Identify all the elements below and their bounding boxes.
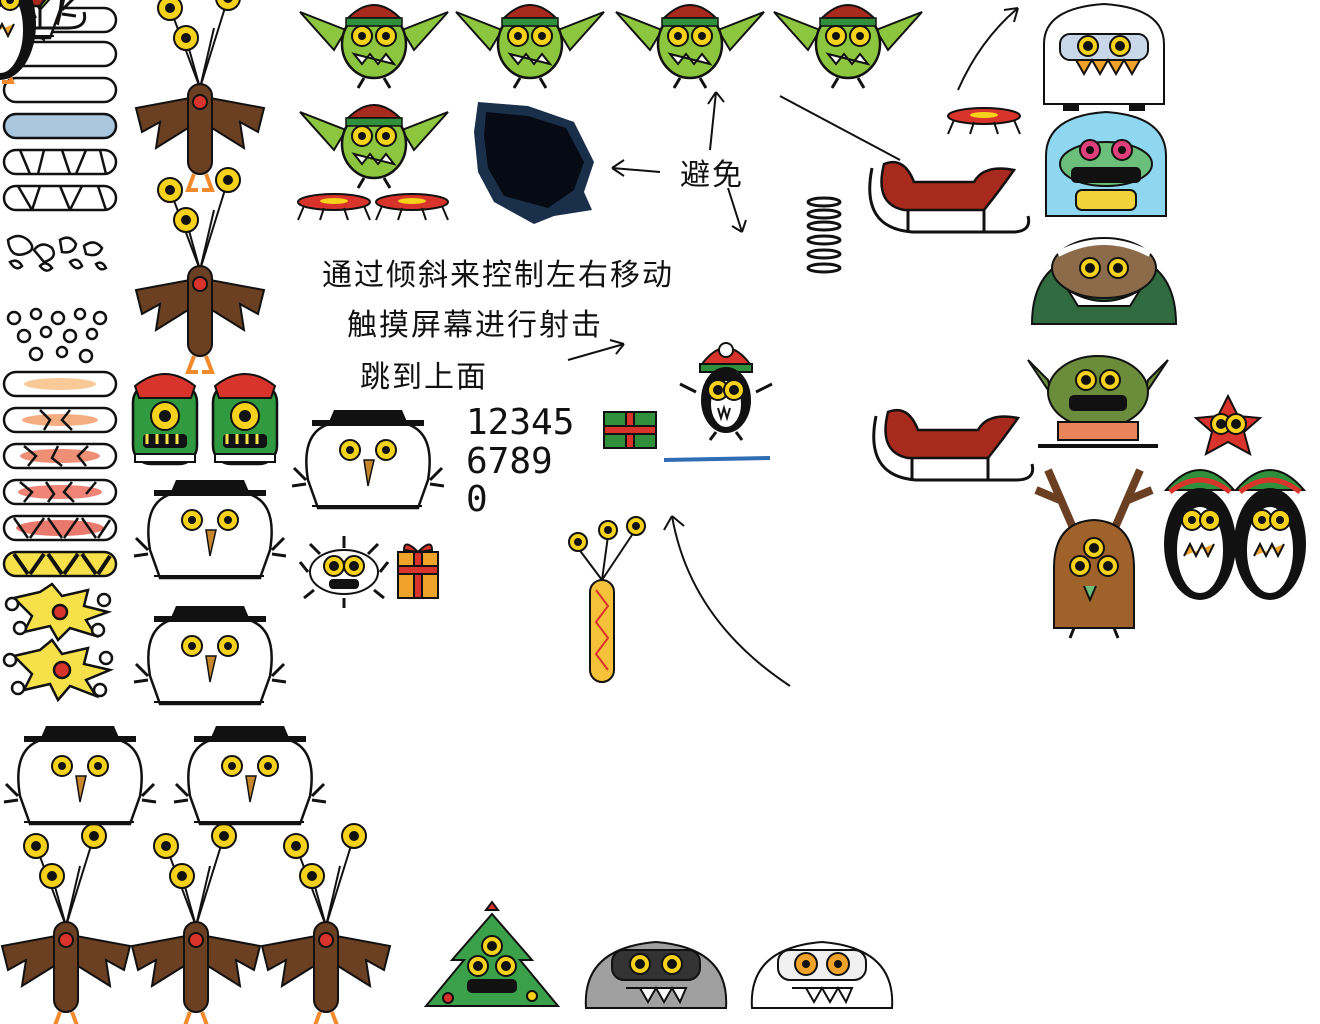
- fire-platform-icon: [2, 514, 118, 542]
- ice-platform-icon: [2, 112, 118, 140]
- broken-platform-icon: [2, 184, 118, 212]
- trampoline-icon: [297, 193, 371, 221]
- goblin-monster-icon: [300, 105, 448, 188]
- platform-column: [2, 6, 118, 272]
- yeti-monster-icon: [1045, 110, 1167, 217]
- arrow-annotations: [567, 7, 1019, 687]
- white-monster-icon: [750, 940, 894, 1009]
- player-doodler-icon: [568, 516, 646, 683]
- spring-icon: [806, 196, 842, 274]
- christmas-tree-monster-icon: [423, 900, 561, 1007]
- arrow-icon: [567, 339, 625, 361]
- yeti-monster-icon: [1043, 2, 1165, 111]
- gift-icon: [397, 543, 439, 599]
- digits-row-3: 0: [466, 479, 488, 520]
- goblin-monster-icon: [774, 5, 922, 88]
- spiky-monster-icon: [298, 536, 390, 608]
- fire-platform-icon: [2, 478, 118, 506]
- black-hole-icon: [474, 102, 594, 224]
- gift-icon: [603, 411, 657, 449]
- explosion-icon: [4, 582, 113, 643]
- robot-monster-icon: [584, 940, 728, 1009]
- ice-ledge-icon: [663, 456, 771, 462]
- arrow-icon: [957, 7, 1019, 91]
- reindeer-monster-icon: [1034, 468, 1154, 639]
- cyclops-monster-icon: [131, 372, 199, 466]
- snowball-cluster-icon: [6, 307, 108, 364]
- cyclops-monster-icon: [211, 372, 279, 466]
- arrow-icon: [663, 515, 791, 687]
- arrow-icon: [611, 159, 661, 177]
- owl-monster-icon: [132, 824, 260, 1024]
- snowman-monster-icon: [174, 726, 326, 824]
- fire-platform-icon: [2, 442, 118, 470]
- fire-platform-icon: [2, 550, 118, 578]
- goblin-monster-icon: [616, 5, 764, 88]
- digits-row-2: 6789: [466, 441, 553, 482]
- jump-instruction-text: 跳到上面: [360, 360, 488, 395]
- arrow-icon: [727, 187, 747, 233]
- troll-monster-icon: [1027, 355, 1169, 448]
- trampoline-icon: [375, 193, 449, 221]
- fire-platform-column: [2, 370, 118, 578]
- starfish-monster-icon: [1193, 393, 1263, 457]
- trampoline-icon: [947, 107, 1021, 135]
- penguin-elf-icon: [679, 342, 773, 441]
- digits-row-1: 12345: [466, 402, 575, 443]
- owl-monster-icon: [136, 0, 264, 190]
- owl-monster-icon: [136, 168, 264, 372]
- snowman-monster-icon: [134, 480, 286, 578]
- bearded-monster-icon: [1030, 237, 1178, 325]
- sleigh-icon: [868, 160, 1031, 234]
- goblin-monster-icon: [456, 5, 604, 88]
- goblin-monster-icon: [300, 5, 448, 88]
- broken-platform-icon: [2, 148, 118, 176]
- touch-instruction-text: 触摸屏幕进行射击: [347, 308, 603, 343]
- line-icon: [779, 95, 901, 161]
- avoid-label: 避免: [680, 158, 744, 193]
- explosion-icon: [2, 638, 115, 703]
- snowman-monster-icon: [134, 606, 286, 704]
- penguin-elf-icon: [1234, 470, 1306, 600]
- tilt-instruction-text: 通过倾斜来控制左右移动: [322, 258, 674, 293]
- sleigh-icon: [872, 408, 1035, 482]
- snowman-monster-icon: [292, 410, 444, 508]
- arrow-icon: [707, 91, 725, 151]
- fire-platform-icon: [2, 370, 118, 398]
- penguin-elf-icon: [1164, 470, 1236, 600]
- platform-icon: [2, 76, 118, 104]
- crumbling-platform-icon: [6, 234, 108, 272]
- fire-platform-icon: [2, 406, 118, 434]
- snowman-monster-icon: [4, 726, 156, 824]
- owl-monster-icon: [262, 824, 390, 1024]
- owl-monster-icon: [2, 824, 130, 1024]
